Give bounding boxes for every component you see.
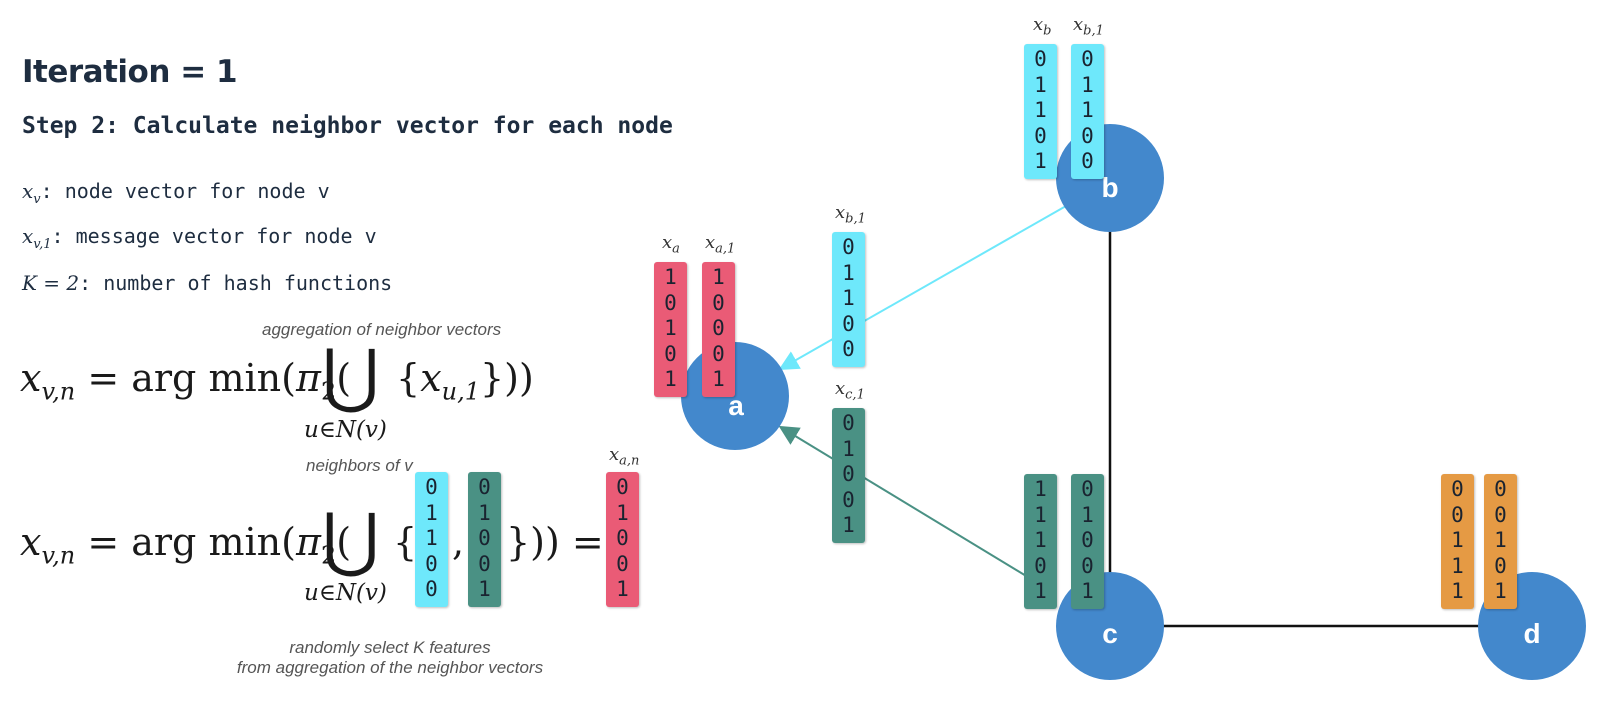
definition-node-vector: xv: node vector for node v <box>22 179 330 207</box>
node-a-label: a <box>728 390 744 421</box>
definition-symbol: K = 2 <box>22 271 80 295</box>
node-c-label: c <box>1102 618 1118 649</box>
definition-text: : number of hash functions <box>79 271 393 295</box>
union-subscript-1: u∈N(v) <box>304 417 387 443</box>
definition-message-vector: xv,1: message vector for node v <box>22 224 377 252</box>
formula-1: xv,n = arg min(π2( <box>20 356 352 406</box>
definition-symbol: xv <box>22 179 41 207</box>
vector-label-x-b: xb <box>1033 14 1052 39</box>
union-symbol-2: ⋃ <box>322 498 380 580</box>
vector-label-x-b1-message: xb,1 <box>835 202 866 227</box>
definition-text: : node vector for node v <box>40 179 330 203</box>
formula-2-close: })) = <box>506 520 604 564</box>
vector-label-x-b1: xb,1 <box>1073 14 1104 39</box>
node-d-label: d <box>1523 618 1540 649</box>
definition-text: : message vector for node v <box>51 224 377 248</box>
annotation-aggregation: aggregation of neighbor vectors <box>262 320 502 339</box>
edge-c-a-arrow <box>778 425 1047 589</box>
step-heading: Step 2: Calculate neighbor vector for ea… <box>22 113 673 139</box>
node-b-label: b <box>1101 172 1118 203</box>
vector-label-x-a: xa <box>662 232 680 257</box>
formula-2-open-brace: { <box>393 520 418 564</box>
vector-label-x-an: xa,n <box>609 444 640 469</box>
annotation-random-select: randomly select K features from aggregat… <box>236 638 544 677</box>
vector-label-x-c1-message: xc,1 <box>835 378 865 403</box>
iteration-title: Iteration = 1 <box>22 54 238 90</box>
formula-1-set: {xu,1})) <box>396 356 534 406</box>
vector-label-x-a1: xa,1 <box>705 232 736 257</box>
union-symbol-1: ⋃ <box>322 334 380 416</box>
definition-symbol: xv,1 <box>22 224 52 252</box>
formula-2-comma: , <box>452 520 465 564</box>
union-subscript-2: u∈N(v) <box>304 580 387 606</box>
definition-hash-count: K = 2: number of hash functions <box>22 271 392 295</box>
annotation-neighbors: neighbors of v <box>306 456 413 475</box>
formula-2: xv,n = arg min(π2( <box>20 520 352 570</box>
edge-b-a-arrow <box>778 205 1067 370</box>
